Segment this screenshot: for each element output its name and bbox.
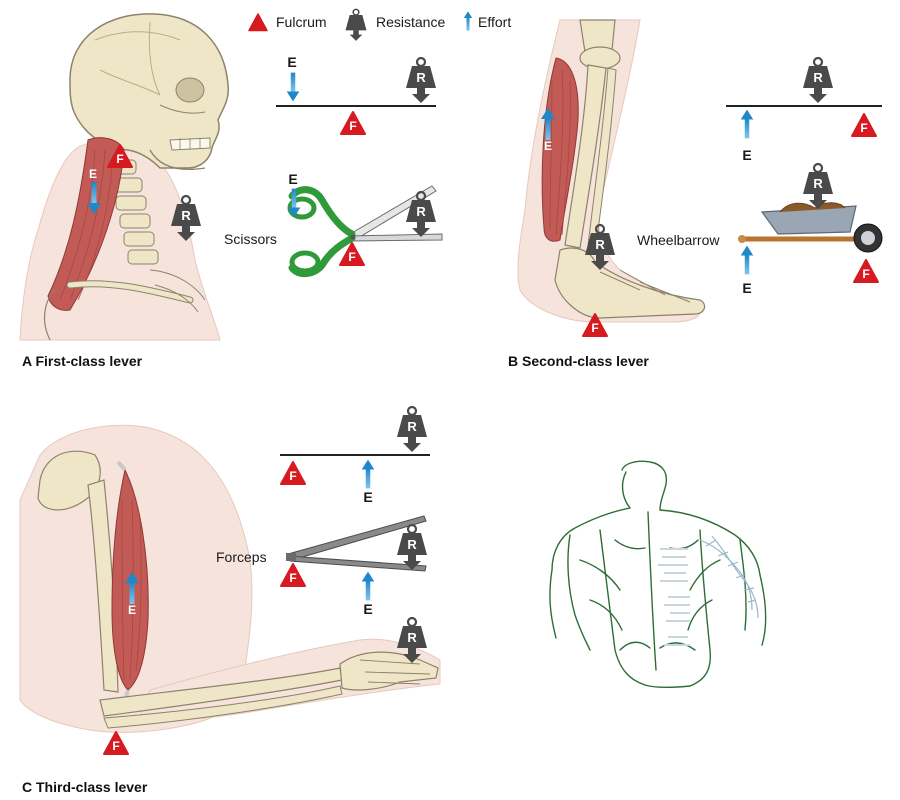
svg-text:R: R xyxy=(813,70,823,85)
panel-b-lever-schematic: R F E xyxy=(726,56,882,163)
forceps-effort-marker: E xyxy=(361,571,375,617)
panel-a-schematic-resistance: R xyxy=(404,56,438,105)
panel-c-schematic-resistance: R xyxy=(395,405,429,454)
svg-text:R: R xyxy=(407,630,417,645)
panel-a-illustration xyxy=(19,13,230,341)
scissors-fulcrum-marker: F xyxy=(339,242,365,266)
wheelbarrow-illustration xyxy=(738,202,883,253)
wheelbarrow-effort-marker: E xyxy=(740,245,754,296)
panel-c-illustration xyxy=(19,424,441,733)
svg-text:F: F xyxy=(289,571,296,585)
panel-c-schematic-fulcrum: F xyxy=(280,461,306,485)
scissors-effort-marker: E xyxy=(287,171,301,218)
svg-text:E: E xyxy=(742,147,751,163)
svg-text:R: R xyxy=(416,70,426,85)
panel-a-schematic-fulcrum: F xyxy=(340,111,366,135)
svg-text:R: R xyxy=(181,208,191,223)
svg-text:R: R xyxy=(416,204,426,219)
forceps-fulcrum-marker: F xyxy=(280,563,306,587)
legend-fulcrum-label: Fulcrum xyxy=(276,14,327,30)
panel-b-schematic-effort: E xyxy=(740,109,754,163)
panel-b-fulcrum-marker: F xyxy=(582,313,608,337)
legend-fulcrum-icon xyxy=(248,13,268,32)
legend-resistance-icon xyxy=(344,8,368,42)
panel-c-title: C Third-class lever xyxy=(22,779,148,795)
svg-text:E: E xyxy=(128,603,136,617)
svg-text:F: F xyxy=(112,739,119,753)
panel-a-schematic-effort: E xyxy=(286,54,300,102)
svg-text:F: F xyxy=(116,152,123,166)
panel-a-tool-label: Scissors xyxy=(224,231,277,247)
panel-c-fulcrum-marker: F xyxy=(103,731,129,755)
svg-text:F: F xyxy=(862,267,869,281)
panel-a-lever-schematic: E R F xyxy=(276,54,438,135)
panel-a-title: A First-class lever xyxy=(22,353,143,369)
panel-b-title: B Second-class lever xyxy=(508,353,649,369)
svg-text:R: R xyxy=(407,419,417,434)
panel-b-schematic-fulcrum: F xyxy=(851,113,877,137)
panel-a-resistance-marker: R xyxy=(169,194,203,243)
panel-c-lever-schematic: R F E xyxy=(280,405,430,505)
panel-a-fulcrum-marker: F xyxy=(107,144,133,168)
svg-text:F: F xyxy=(591,321,598,335)
legend: Fulcrum Resistance Effort xyxy=(248,8,511,42)
forceps-illustration xyxy=(286,515,427,572)
svg-text:F: F xyxy=(860,121,867,135)
scissors-resistance-marker: R xyxy=(404,190,438,239)
panel-b-schematic-resistance: R xyxy=(801,56,835,105)
panel-b-tool-label: Wheelbarrow xyxy=(637,232,720,248)
wheelbarrow-fulcrum-marker: F xyxy=(853,259,879,283)
svg-text:E: E xyxy=(288,171,297,187)
wheelbarrow-resistance-marker: R xyxy=(801,162,835,211)
dna-strand-decoration xyxy=(699,535,759,619)
panel-b-effort-marker: E xyxy=(541,108,555,153)
faint-text-texture xyxy=(658,548,690,646)
panel-c-resistance-marker: R xyxy=(395,616,429,665)
svg-text:R: R xyxy=(813,176,823,191)
legend-resistance-label: Resistance xyxy=(376,14,445,30)
svg-text:E: E xyxy=(742,280,751,296)
svg-text:F: F xyxy=(289,469,296,483)
legend-effort-label: Effort xyxy=(478,14,511,30)
svg-text:E: E xyxy=(544,139,552,153)
svg-text:E: E xyxy=(89,167,97,181)
panel-c-tool-label: Forceps xyxy=(216,549,267,565)
svg-text:E: E xyxy=(287,54,296,70)
panel-b-resistance-marker: R xyxy=(583,223,617,272)
panel-b-illustration xyxy=(517,19,706,323)
legend-effort-icon xyxy=(463,11,473,31)
svg-text:E: E xyxy=(363,601,372,617)
svg-text:F: F xyxy=(349,119,356,133)
svg-text:F: F xyxy=(348,250,355,264)
panel-a-effort-marker: E xyxy=(87,167,101,214)
panel-c-effort-marker: E xyxy=(125,572,139,617)
panel-c-schematic-effort: E xyxy=(361,459,375,505)
forceps-resistance-marker: R xyxy=(395,523,429,572)
svg-text:R: R xyxy=(595,237,605,252)
svg-text:R: R xyxy=(407,537,417,552)
svg-text:E: E xyxy=(363,489,372,505)
anatomy-sketch-illustration xyxy=(549,460,767,689)
